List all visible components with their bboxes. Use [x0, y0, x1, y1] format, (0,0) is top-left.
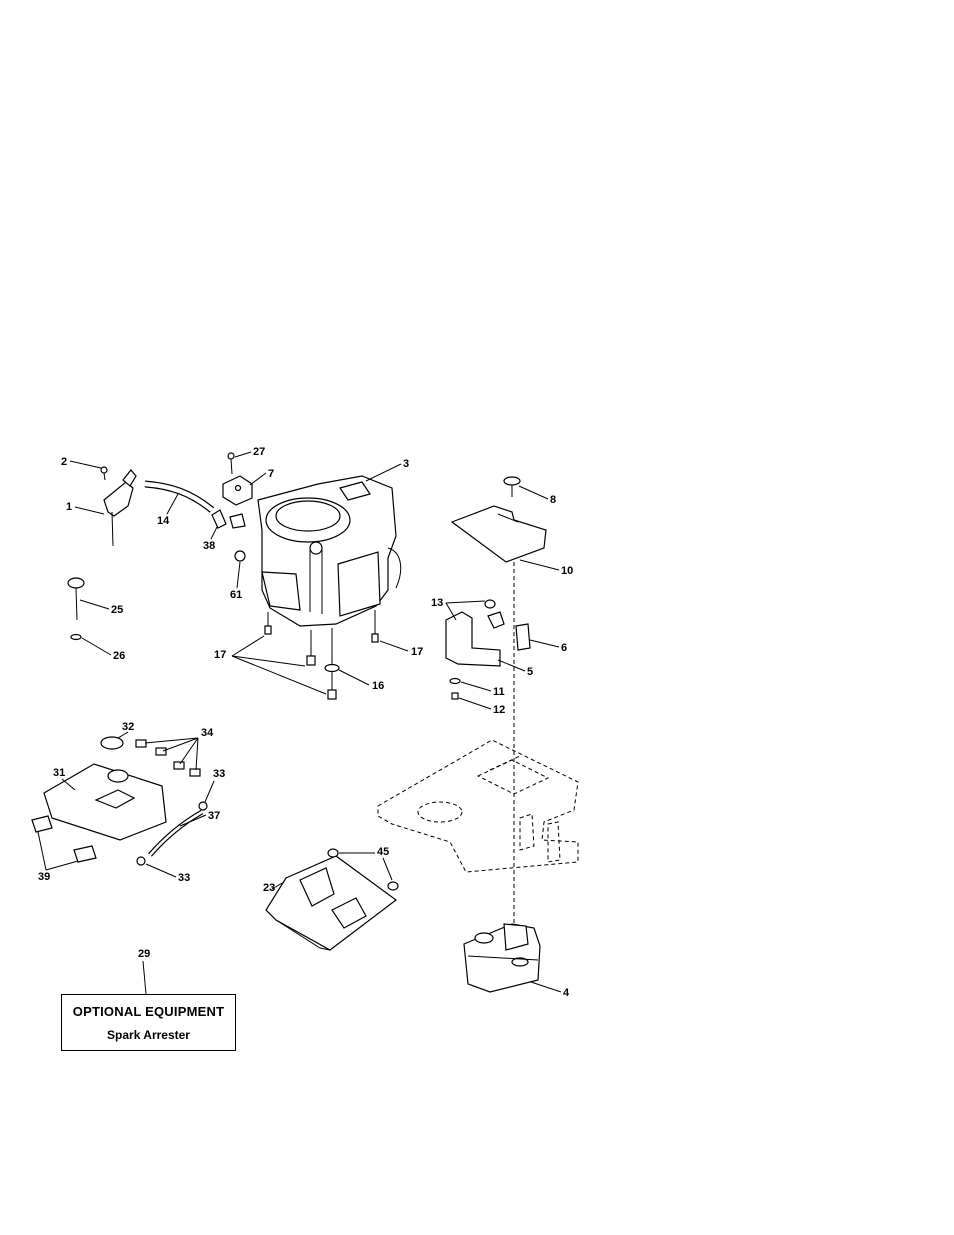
callout-33-top: 33: [213, 768, 225, 780]
callout-1: 1: [66, 501, 72, 513]
callout-34: 34: [201, 727, 214, 739]
callout-5: 5: [527, 666, 533, 678]
callout-10: 10: [561, 565, 573, 577]
callout-4: 4: [563, 987, 570, 999]
callout-61: 61: [230, 589, 242, 601]
callout-11: 11: [493, 686, 505, 698]
callout-8: 8: [550, 494, 556, 506]
optional-equipment-title: OPTIONAL EQUIPMENT: [62, 1004, 235, 1019]
callout-14: 14: [157, 515, 170, 527]
callout-32: 32: [122, 721, 134, 733]
callout-39: 39: [38, 871, 50, 883]
callout-38: 38: [203, 540, 215, 552]
callout-45: 45: [377, 846, 389, 858]
callout-17-right: 17: [411, 646, 423, 658]
callout-25: 25: [111, 604, 123, 616]
callout-6: 6: [561, 642, 567, 654]
callout-3: 3: [403, 458, 409, 470]
grill-shield-part: [266, 849, 398, 950]
muffler-bracket-part: [446, 600, 530, 699]
callout-13: 13: [431, 597, 443, 609]
muffler-part: [464, 924, 540, 992]
callout-12: 12: [493, 704, 505, 716]
spark-arrester-part: [32, 737, 207, 865]
spark-arrester-label: Spark Arrester: [62, 1028, 235, 1042]
callout-7: 7: [268, 468, 274, 480]
optional-equipment-box: OPTIONAL EQUIPMENT Spark Arrester: [61, 994, 236, 1051]
bracket-part: [223, 453, 252, 505]
callout-17-left: 17: [214, 649, 226, 661]
throttle-control-part: [101, 467, 136, 546]
callout-2: 2: [61, 456, 67, 468]
callout-29: 29: [138, 948, 150, 960]
callout-31: 31: [53, 767, 65, 779]
callout-26: 26: [113, 650, 125, 662]
callout-37: 37: [208, 810, 220, 822]
callout-16: 16: [372, 680, 384, 692]
callout-33-bottom: 33: [178, 872, 190, 884]
frame-outline: [378, 740, 578, 872]
choke-knob-part: [68, 578, 84, 640]
engine-part: [258, 476, 401, 626]
plug-part: [235, 551, 245, 561]
callout-27: 27: [253, 446, 265, 458]
heat-shield-part: [452, 477, 546, 562]
